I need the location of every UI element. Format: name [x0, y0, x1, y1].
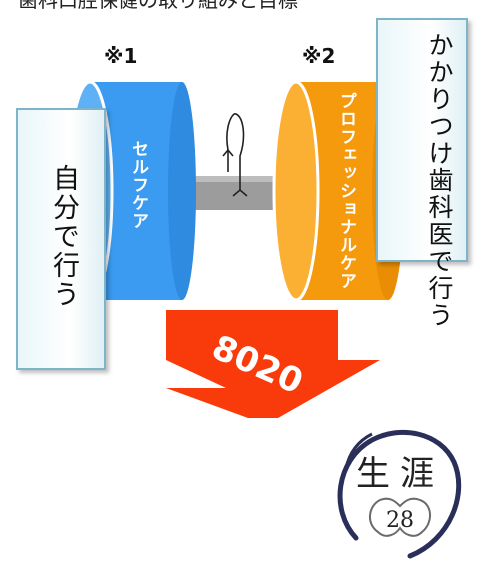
self-care-label: セルフケア — [128, 140, 148, 230]
note-1-label: ※1 — [104, 44, 138, 68]
dentist-panel: かかりつけ歯科医で行う — [376, 18, 468, 329]
seal-number: 28 — [386, 508, 414, 533]
note-2-label: ※2 — [302, 44, 336, 68]
arrow-8020 — [166, 310, 380, 418]
pro-care-label: プロフェッショナルケア — [336, 92, 356, 290]
self-panel-text: 自分で行う — [48, 164, 79, 309]
rotation-arrow-icon — [222, 113, 248, 197]
seal-char-1: 生 — [356, 454, 390, 494]
seal-badge — [337, 429, 462, 559]
page-title: 歯科口腔保健の取り組みと目標 — [18, 0, 298, 12]
seal-char-2: 涯 — [400, 454, 434, 494]
axle-highlight — [190, 176, 302, 182]
dentist-panel-text: かかりつけ歯科医で行う — [425, 32, 454, 329]
self-panel: 自分で行う — [16, 108, 106, 370]
